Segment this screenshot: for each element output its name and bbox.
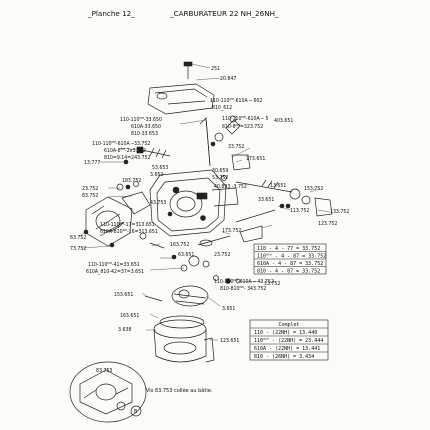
label-123651: 123.651 [220, 338, 239, 344]
carburetor-body [149, 169, 239, 237]
jet-row-3: 610A - 4 - 87 = 33.752 [257, 261, 323, 267]
jet-row-2: 110ᴺᴴ - 4 - 87 = 33.752 [257, 254, 326, 260]
complet-row-4: 810 - (26NH) = 3.434 [254, 354, 314, 360]
label-30659: 30.659 [212, 168, 228, 174]
complet-row-2: 110ᴺᴴ - (22NH) = 23.444 [254, 338, 323, 344]
complet-row-1: 110 - (22NH) = 13.440 [254, 330, 317, 336]
label-33651: 33.651 [258, 197, 274, 203]
detail-b-inset [69, 361, 147, 423]
label-13777: 13.777 [84, 160, 100, 166]
label-153651: 153.651 [114, 292, 133, 298]
label-23752: 23.752 [82, 186, 98, 192]
label-3638: 3.638 [118, 327, 131, 333]
throttle-shaft [199, 117, 241, 167]
label-163752: 163.752 [170, 242, 189, 248]
label-810-343752: 810-810ᴺᴴ- 343.752 [220, 286, 266, 292]
label-40893: 40.893 -3.752 [214, 184, 247, 190]
label-153752: 153.752 [304, 186, 323, 192]
complet-heading: Complet [278, 322, 299, 328]
label-163651: 163.651 [120, 313, 139, 319]
bowl-gasket [159, 315, 205, 329]
footnote: Vis 83.753 collée au bâtie. [146, 387, 213, 394]
label-110-33752: 110-110ᴺᴴ-610A ─33.752 [92, 141, 150, 147]
cover-screw [183, 61, 193, 79]
detail-b-marker [130, 405, 142, 417]
label-63752: 63.752 [70, 235, 86, 241]
label-83753: 83.753 [96, 368, 112, 374]
float-bowl [153, 319, 215, 363]
label-53752: 53.752 [212, 175, 228, 181]
leader-lines [79, 63, 331, 341]
label-173651: 173.651 [246, 156, 265, 162]
label-20847: 20.847 [220, 76, 236, 82]
float-chamber-cover [147, 83, 215, 115]
part-labels: 251 20.847 110-110ᴺᴴ-610A ─ 602 810_612 … [70, 66, 349, 417]
label-610a-3651: 610A_810-42=37=3.651 [86, 269, 144, 275]
label-602: 110-110ᴺᴴ-610A ─ 602 [210, 98, 262, 104]
label-123752: 123.752 [318, 221, 337, 227]
label-73752: 73.752 [70, 246, 86, 252]
label-53653: 53.653 [152, 165, 168, 171]
label-610a-313651: 610A-810ᴺᴴ-16=313.651 [100, 229, 158, 235]
label-610a-2x3752: 610A-8ᴺᴴ-2x3.752 [104, 148, 146, 154]
jet-row-4: 810 - 4 - 87 = 33.752 [257, 269, 320, 275]
label-33752: 33.752 [228, 144, 244, 150]
label-810-243752: 810=9.14=243.752 [104, 155, 150, 161]
jet-row-1: 110 - 4 - 77 = 33.752 [257, 246, 320, 252]
choke-lever-assembly [231, 154, 333, 243]
label-110-33650: 110-110ᴺᴴ-33.650 [120, 117, 162, 123]
complet-row-3: 610A - (22NH) = 13.441 [254, 346, 320, 352]
label-b: B [134, 409, 137, 415]
jet-table: 110 - 4 - 77 = 33.752 110ᴺᴴ - 4 - 87 = 3… [253, 243, 327, 275]
label-612: 810_612 [212, 105, 232, 111]
label-110-5: 110-110ᴺᴴ-610A ─ 5 [222, 116, 268, 122]
label-403651: 403.651 [274, 118, 293, 124]
label-3652: 3.652 [150, 172, 163, 178]
float [171, 285, 209, 307]
complet-table: Complet 110 - (22NH) = 13.440 110ᴺᴴ - (2… [249, 319, 329, 361]
label-810-33653: 810-33.653 [131, 131, 158, 137]
label-13752: 13.752 [264, 281, 280, 287]
label-83752: 83.752 [82, 193, 98, 199]
label-13651: 13.651 [270, 183, 286, 189]
label-43753: 43.753 [150, 200, 166, 206]
float-pin [144, 295, 163, 302]
label-110-313651: 110-110ᴺᴴ-17=313.651 [100, 222, 155, 228]
label-610a-33650: 610A-33.650 [131, 124, 161, 130]
label-251: 251 [211, 66, 220, 72]
label-133752: 133.752 [330, 209, 349, 215]
label-110-33651: 110-110ᴺᴴ-41=33.651 [88, 262, 140, 268]
label-173752: 173.752 [222, 228, 241, 234]
label-183752: 183.752 [122, 178, 141, 184]
label-110-43752: 110-110ᴺᴴ-610A ─ 43.752 [214, 279, 274, 285]
label-113752: 113.752 [290, 208, 309, 214]
plate-title: _CARBURATEUR 22 NH_26NH_ [169, 9, 279, 18]
label-810-323752: 810-8ᴺᴴ=323.752 [222, 124, 263, 130]
label-23752b: 23.752 [214, 252, 230, 258]
plate-number: _Planche 12_ [87, 9, 135, 18]
label-63651: 63.651 [178, 252, 194, 258]
label-3651: 3.651 [222, 306, 235, 312]
